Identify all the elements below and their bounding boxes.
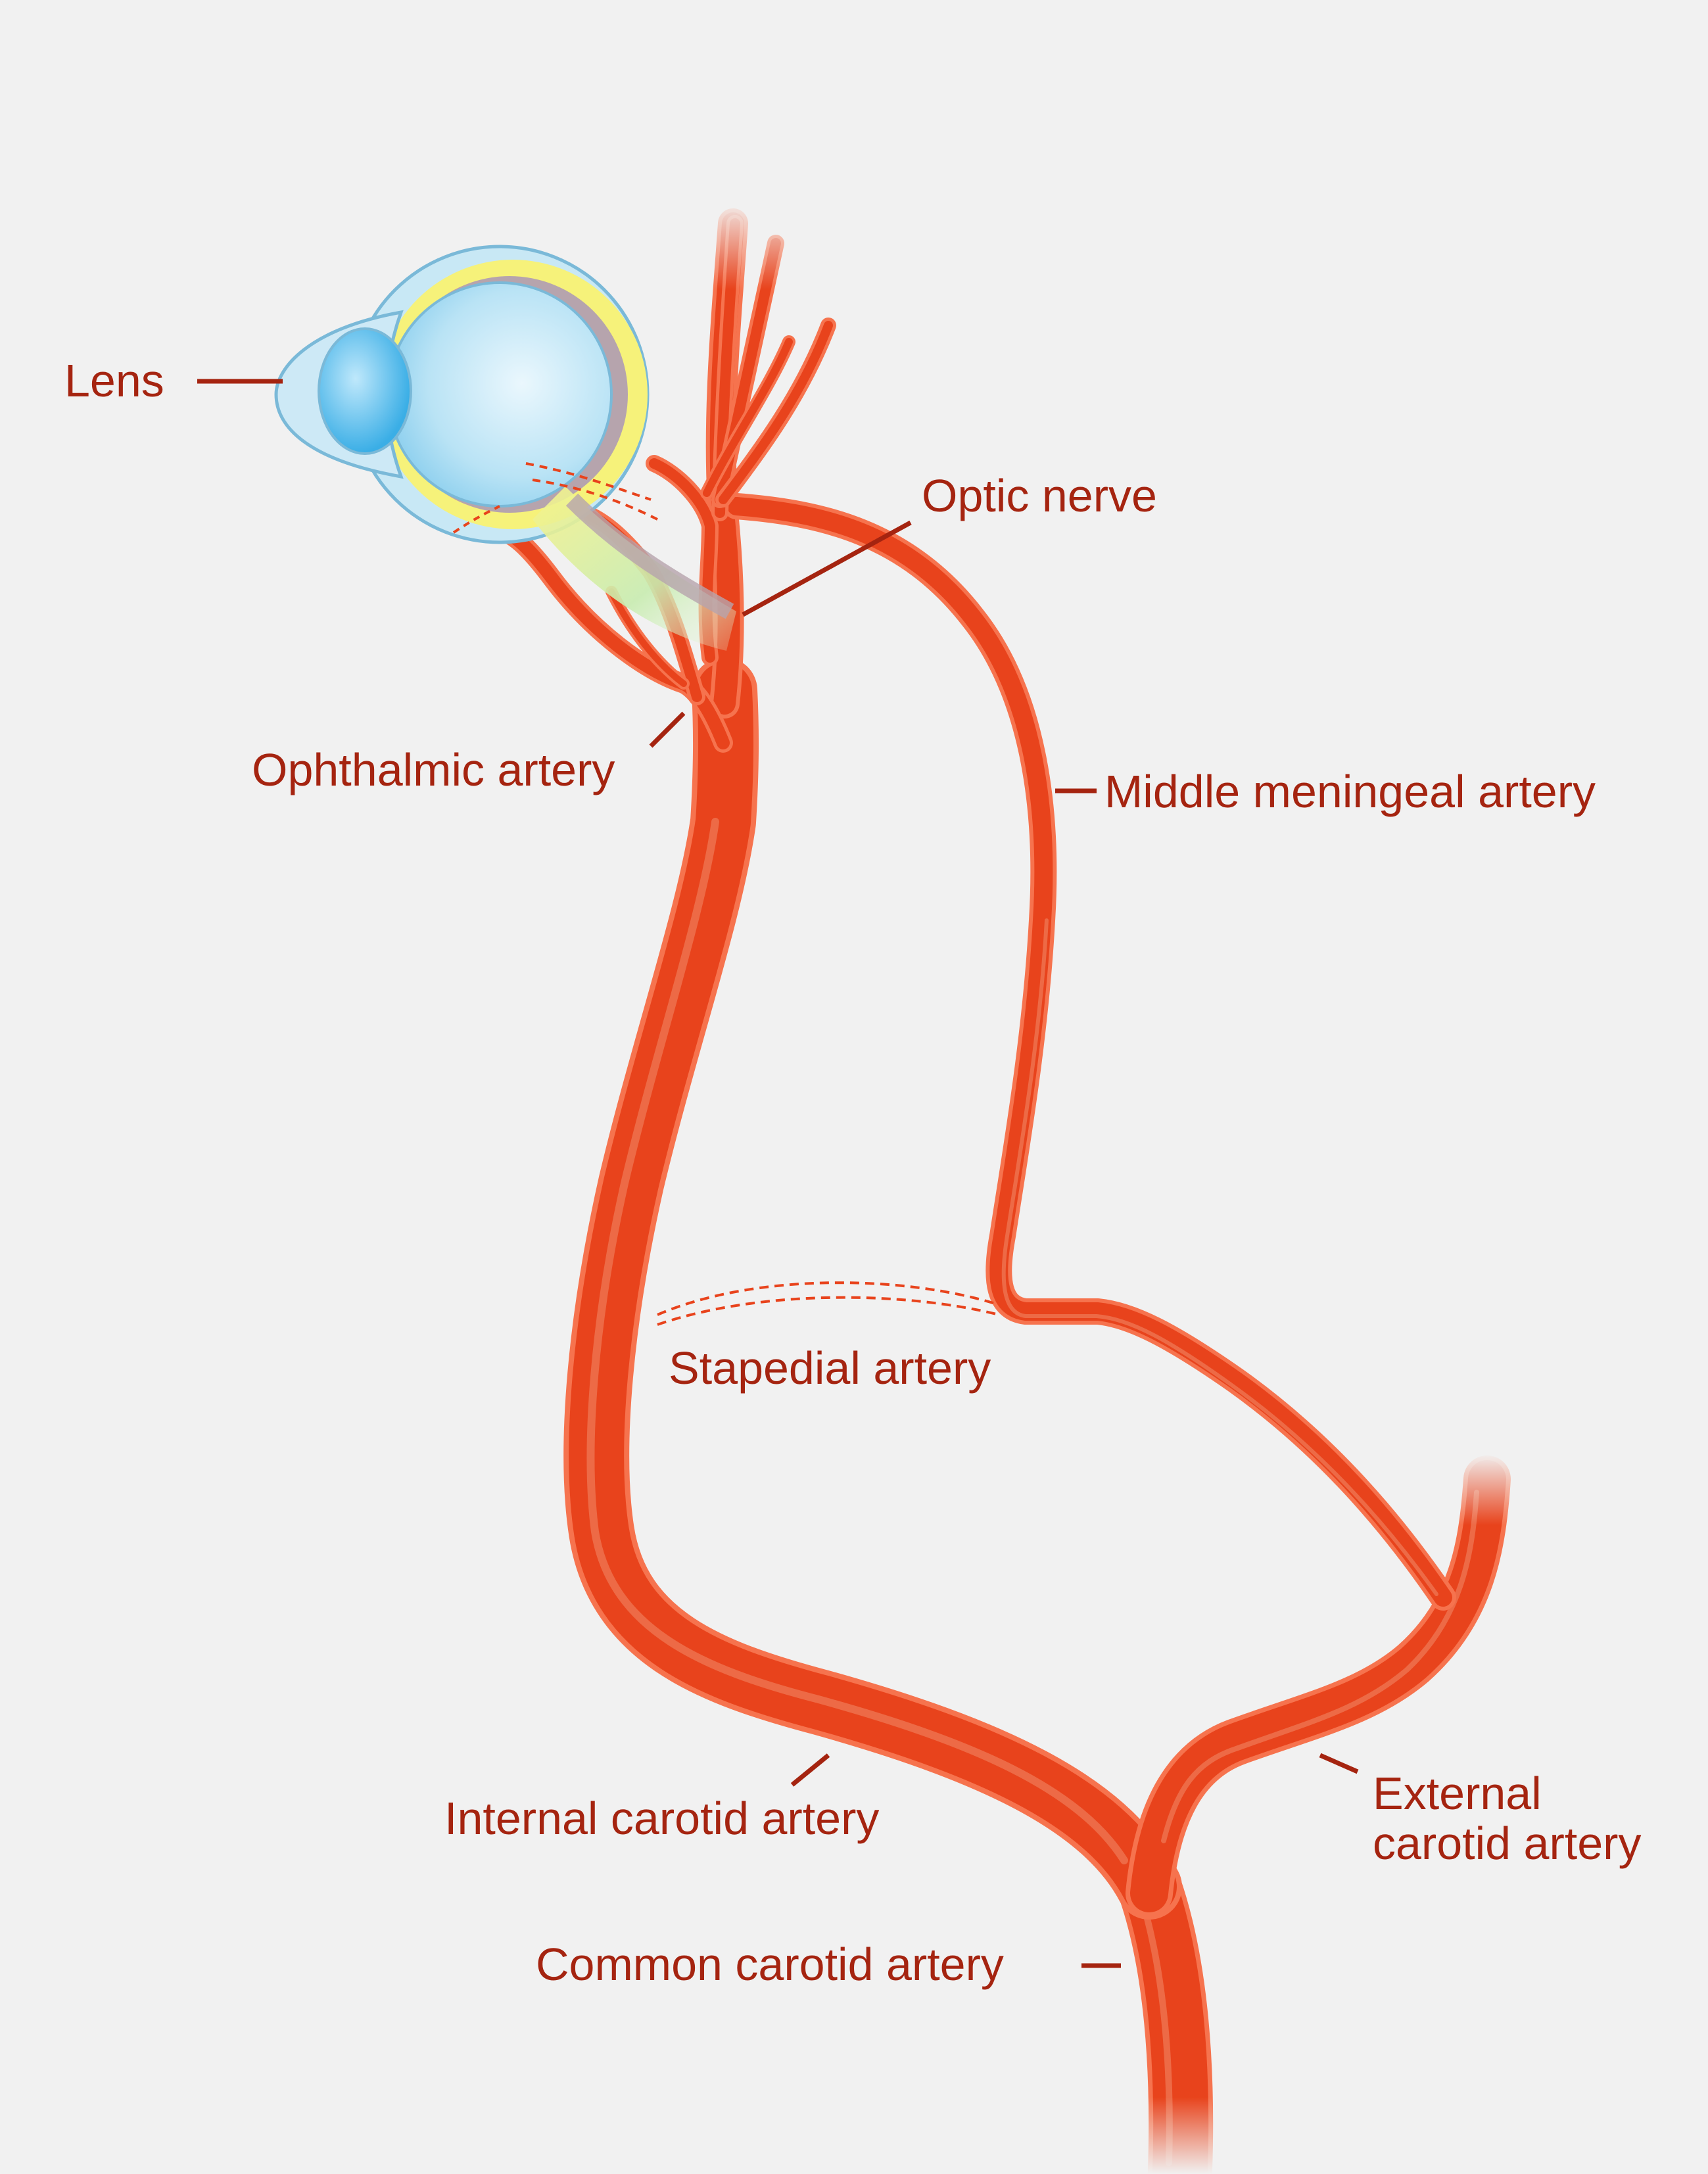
labels: Lens Optic nerve Ophthalmic artery Middl… (64, 355, 1641, 1990)
label-lens: Lens (64, 355, 164, 406)
eye-globe (387, 281, 613, 508)
label-external-carotid-artery-line2: carotid artery (1373, 1818, 1641, 1869)
lens-shape (318, 327, 412, 455)
external-carotid-artery (1126, 1455, 1511, 1917)
optic-nerve-leader (742, 520, 912, 617)
leader-lines (197, 379, 1359, 1968)
internal-carotid-leader (790, 1753, 830, 1787)
label-middle-meningeal-artery: Middle meningeal artery (1104, 766, 1596, 817)
label-stapedial-artery: Stapedial artery (669, 1342, 991, 1394)
label-common-carotid-artery: Common carotid artery (536, 1939, 1004, 1990)
external-carotid-leader (1319, 1753, 1359, 1774)
artery-network (496, 197, 1525, 2174)
optic-nerve-shape (533, 486, 736, 651)
eye (274, 245, 736, 651)
ophthalmic-artery-leader (649, 711, 686, 748)
stapedial-dashed-arc (657, 1281, 1000, 1326)
label-ophthalmic-artery: Ophthalmic artery (252, 744, 615, 795)
label-internal-carotid-artery: Internal carotid artery (444, 1793, 879, 1844)
label-external-carotid-artery-line1: External (1373, 1768, 1542, 1819)
middle-meningeal-artery (723, 493, 1456, 1611)
label-optic-nerve: Optic nerve (922, 470, 1157, 521)
